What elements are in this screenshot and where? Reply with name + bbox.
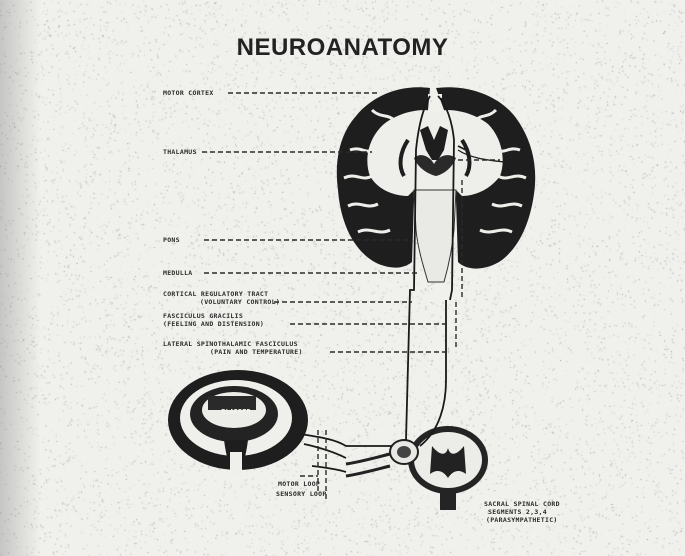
label-parasympathetic: (PARASYMPATHETIC) — [486, 516, 558, 524]
label-medulla: MEDULLA — [163, 269, 193, 277]
label-sacral-segments: SEGMENTS 2,3,4 — [488, 508, 547, 516]
label-voluntary-control: (VOLUNTARY CONTROL) — [200, 298, 280, 306]
sensory-ascending-line — [420, 300, 446, 446]
bladder-label: BLADDER — [221, 408, 251, 416]
label-fasciculus-gracilis: FASCICULUS GRACILIS — [163, 312, 243, 320]
label-thalamus: THALAMUS — [163, 148, 197, 156]
label-cortical-regulatory-tract: CORTICAL REGULATORY TRACT — [163, 290, 268, 298]
label-lateral-spinothalamic: LATERAL SPINOTHALAMIC FASCICULUS — [163, 340, 298, 348]
label-lateral-spinothalamic-sub: (PAIN AND TEMPERATURE) — [210, 348, 303, 356]
brain-section — [337, 87, 535, 282]
motor-loop-line — [300, 434, 392, 446]
sensory-loop-line — [304, 444, 346, 458]
label-motor-loop: MOTOR LOOP — [278, 480, 320, 488]
label-pons: PONS — [163, 236, 180, 244]
label-fasciculus-gracilis-sub: (FEELING AND DISTENSION) — [163, 320, 264, 328]
sacral-spinal-cord — [346, 426, 488, 510]
brainstem — [414, 190, 456, 282]
bladder-diagram — [168, 370, 308, 476]
label-motor-cortex: MOTOR CORTEX — [163, 89, 214, 97]
label-sacral-spinal-cord: SACRAL SPINAL CORD — [484, 500, 560, 508]
label-sensory-loop: SENSORY LOOP — [276, 490, 327, 498]
